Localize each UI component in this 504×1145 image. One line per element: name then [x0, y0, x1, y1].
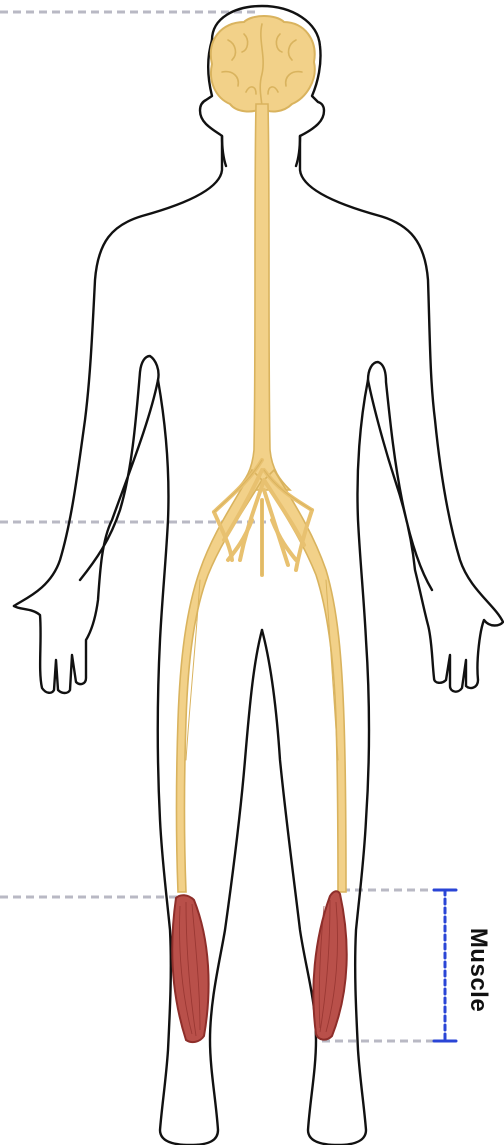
nerve-branches-icon — [177, 104, 347, 892]
muscle-bracket — [434, 890, 456, 1041]
muscle-icon — [172, 891, 346, 1042]
spinal-cord — [236, 104, 290, 490]
muscle-label: Muscle — [464, 928, 492, 1012]
brain-icon — [211, 16, 315, 111]
left-leg-nerve — [177, 470, 263, 892]
left-calf-muscle — [172, 895, 208, 1042]
